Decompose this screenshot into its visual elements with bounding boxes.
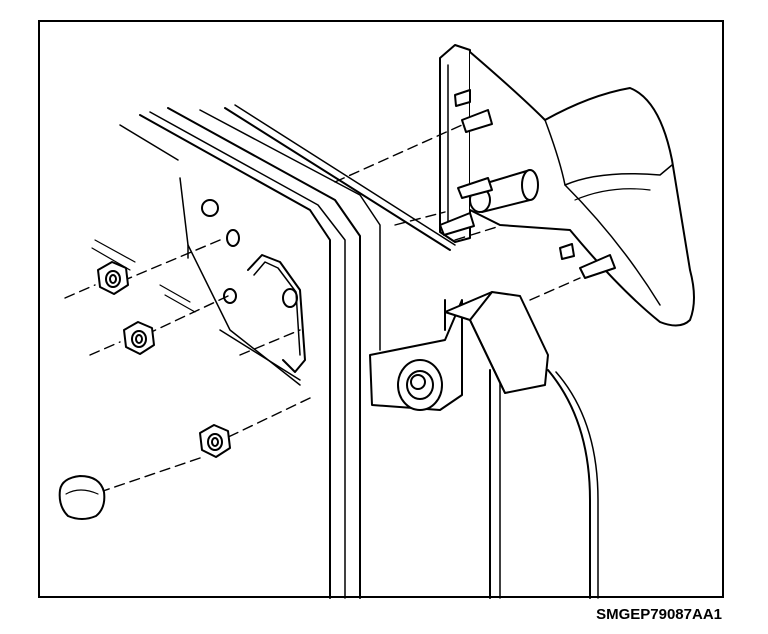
- trim-cap: [60, 476, 105, 519]
- door-frame: [120, 105, 598, 598]
- mounting-nut-upper: [98, 262, 128, 294]
- explode-lines: [65, 125, 580, 492]
- mounting-nut-middle: [124, 322, 154, 354]
- figure-caption: SMGEP79087AA1: [596, 606, 722, 623]
- mounting-nut-lower: [200, 425, 230, 457]
- hatch-accents: [92, 240, 195, 312]
- exterior-mirror-assembly: [440, 45, 694, 326]
